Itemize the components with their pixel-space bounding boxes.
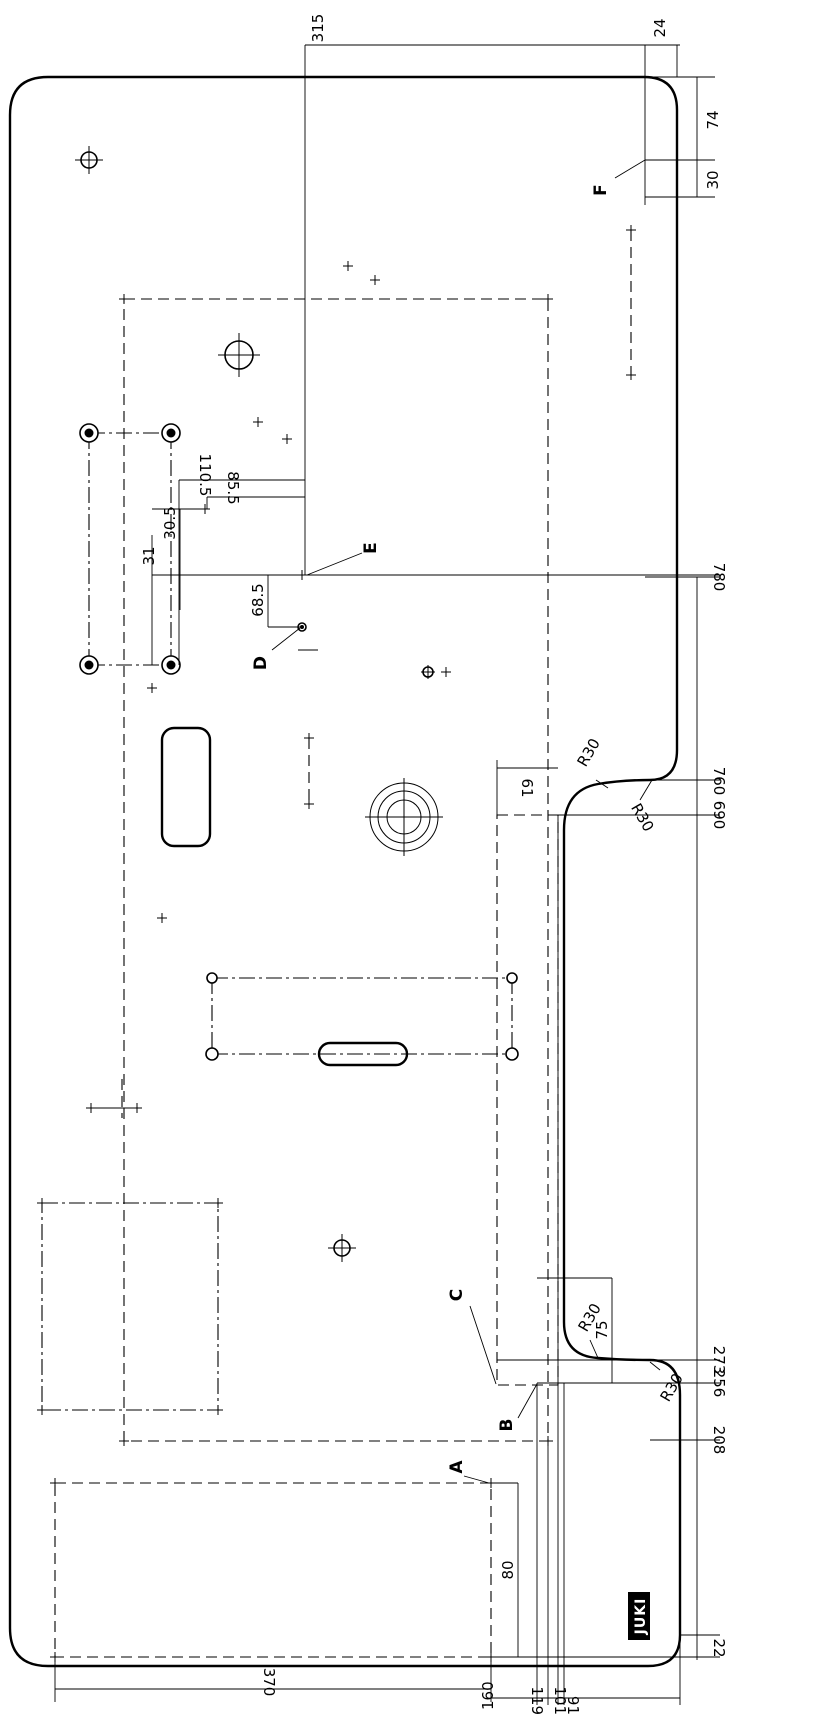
dim-24: 24 — [651, 18, 669, 37]
dimension-labels: 315 24 74 30 110.5 85.5 31 30.5 68.5 61 … — [140, 14, 728, 1715]
dim-91: 91 — [564, 1696, 582, 1715]
c-area-outline — [496, 814, 559, 1386]
dim-75: 75 — [593, 1320, 611, 1339]
dim-119: 119 — [528, 1686, 546, 1715]
point-label-e: E — [361, 542, 381, 554]
dim-101: 101 — [551, 1686, 569, 1715]
hole-large-upper — [218, 333, 260, 377]
table-outline — [8, 75, 682, 1668]
hole-lower-mid — [328, 1234, 356, 1262]
base-corner-marks — [119, 294, 553, 1446]
slot-rounded-rect — [160, 726, 212, 848]
hole-top-left — [75, 146, 103, 174]
cross-marks — [86, 225, 636, 1113]
dim-61: 61 — [518, 778, 536, 797]
dim-208: 208 — [710, 1426, 728, 1455]
radius-label-4: R30 — [656, 1370, 686, 1405]
dim-31: 31 — [140, 546, 158, 565]
dim-22: 22 — [710, 1638, 728, 1657]
point-label-c: C — [447, 1289, 467, 1301]
dim-68-5: 68.5 — [249, 583, 267, 616]
dim-780: 780 — [710, 563, 728, 592]
point-labels: F E D C B A — [251, 184, 611, 1473]
juki-logo: JUKI — [628, 1592, 650, 1640]
point-label-b: B — [497, 1419, 517, 1432]
dim-74: 74 — [704, 110, 722, 129]
machine-base-outline — [123, 298, 549, 1442]
dim-690: 690 — [710, 801, 728, 830]
dim-315: 315 — [309, 14, 327, 43]
point-label-d: D — [251, 656, 271, 670]
juki-logo-text: JUKI — [633, 1598, 649, 1636]
dim-760: 760 — [710, 767, 728, 796]
dim-370: 370 — [260, 1668, 278, 1697]
four-hole-pattern — [79, 423, 181, 675]
left-chain-rect-upper — [41, 1202, 219, 1411]
dim-160: 160 — [479, 1681, 497, 1710]
dim-30-5: 30.5 — [161, 506, 179, 539]
point-label-a: A — [447, 1460, 467, 1474]
radius-label-1: R30 — [573, 735, 603, 770]
dim-273: 273 — [710, 1346, 728, 1375]
dim-110-5: 110.5 — [196, 454, 214, 497]
dim-30: 30 — [704, 170, 722, 189]
dimension-lines — [54, 44, 720, 1705]
elongated-slot-pattern — [205, 972, 519, 1067]
point-label-f: F — [591, 184, 611, 196]
radius-label-2: R30 — [627, 800, 657, 835]
dim-85-5: 85.5 — [224, 471, 242, 504]
concentric-hole — [365, 778, 443, 856]
dim-80: 80 — [499, 1560, 517, 1579]
lower-rect-corner-marks — [37, 1198, 496, 1662]
dim-256: 256 — [710, 1369, 728, 1398]
left-dashed-rect-lower — [54, 1482, 492, 1658]
